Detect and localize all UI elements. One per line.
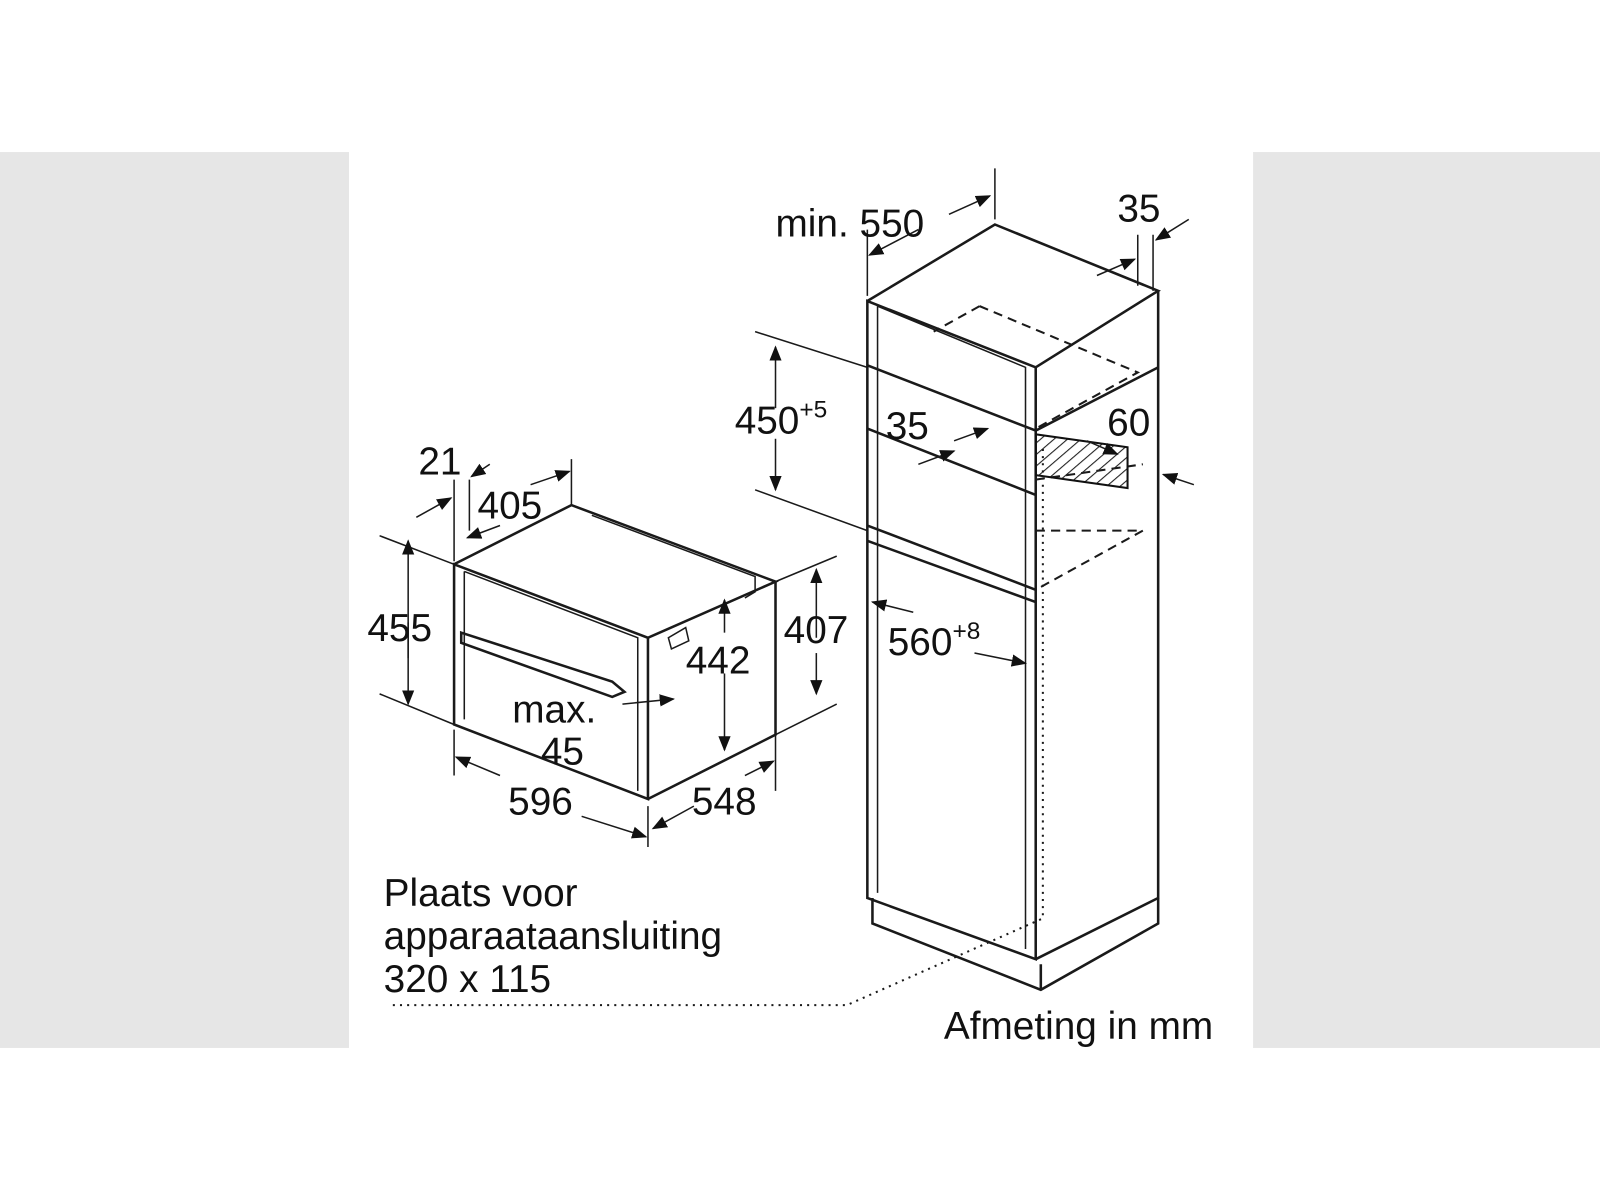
niche-width-tolerance: +8 xyxy=(952,618,980,645)
note-line-3: 320 x 115 xyxy=(384,958,551,1001)
oven-depth-label: 548 xyxy=(692,780,757,823)
oven-drawing xyxy=(379,459,838,847)
niche-width-label: 560+8 xyxy=(888,618,981,664)
depth-label: min. 550 xyxy=(776,203,925,246)
top-depth-label: 405 xyxy=(478,484,543,527)
niche-height-label: 450+5 xyxy=(735,396,828,442)
units-label: Afmeting in mm xyxy=(944,1005,1213,1048)
back-gap-label: 35 xyxy=(1117,187,1160,230)
max-label: max. xyxy=(512,688,596,731)
left-gray-band xyxy=(0,152,349,1048)
front-thickness-label: 21 xyxy=(418,440,461,483)
cabinet-drawing xyxy=(387,168,1195,1007)
niche-height-tolerance: +5 xyxy=(799,396,827,423)
max-value: 45 xyxy=(541,730,584,773)
oven-height-label: 455 xyxy=(367,607,432,650)
inner-height-label: 442 xyxy=(686,639,751,682)
niche-width-value: 560 xyxy=(888,621,953,664)
oven-width-label: 596 xyxy=(508,780,573,823)
niche-height-value: 450 xyxy=(735,400,800,443)
note-line-2: apparaataansluiting xyxy=(384,915,722,958)
side-height-label: 407 xyxy=(784,609,849,652)
side-gap-label: 35 xyxy=(886,405,929,448)
right-gray-band xyxy=(1253,152,1600,1048)
vent-label: 60 xyxy=(1107,402,1150,445)
note-line-1: Plaats voor xyxy=(384,872,578,915)
